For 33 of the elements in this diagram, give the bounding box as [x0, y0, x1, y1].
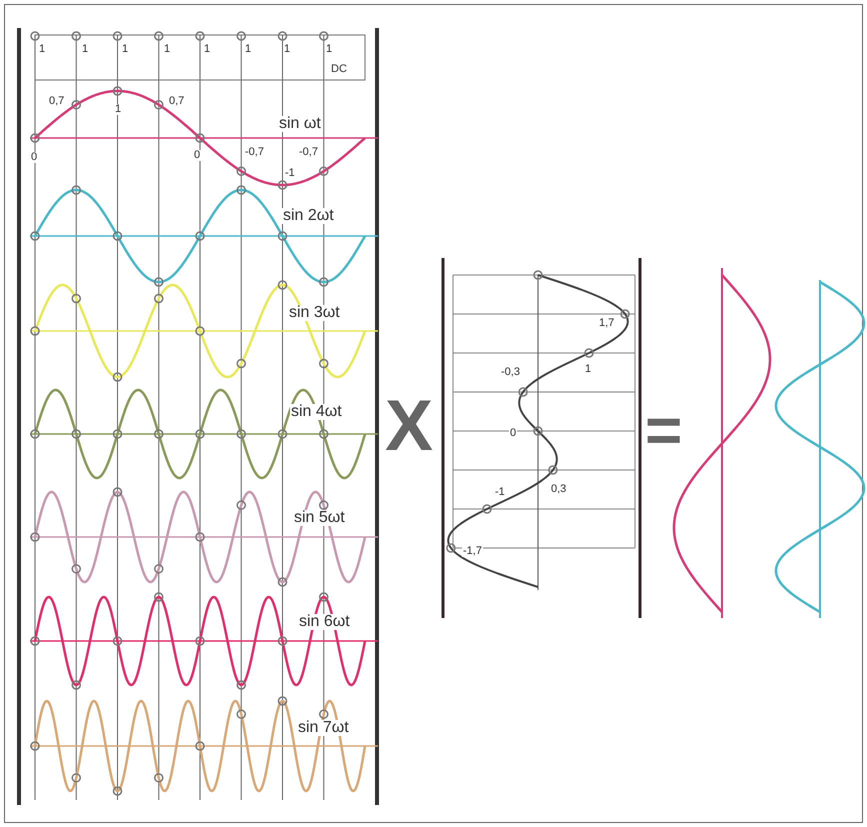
value-label: 0,7: [48, 96, 66, 107]
multiply-sign: X: [384, 390, 434, 462]
row-label: sin 7ωt: [297, 720, 350, 736]
value-label: 1: [584, 364, 592, 375]
value-label: 1: [81, 44, 90, 55]
value-label: -0,3: [500, 367, 521, 378]
equals-sign: =: [644, 398, 684, 462]
row-label: sin 6ωt: [298, 614, 351, 630]
value-label: -0,7: [298, 147, 319, 158]
value-label: 1,7: [598, 318, 616, 329]
value-label: -1: [494, 487, 506, 498]
value-label: 0: [193, 150, 202, 161]
value-label: 1: [114, 104, 122, 115]
row-label: sin 3ωt: [288, 305, 341, 321]
value-label: -1,7: [462, 546, 483, 557]
value-label: 1: [121, 44, 130, 55]
value-label: 0: [30, 152, 38, 163]
value-label: 1: [283, 44, 292, 55]
value-label: -1: [284, 168, 296, 179]
row-label: DC: [330, 64, 348, 75]
value-label: 1: [203, 44, 212, 55]
value-label: 0,3: [550, 484, 568, 495]
value-label: 0,7: [168, 96, 186, 107]
value-label: 1: [38, 44, 46, 55]
value-label: 1: [325, 44, 334, 55]
row-label: sin 5ωt: [293, 510, 346, 526]
value-label: 0: [509, 428, 518, 439]
value-label: -0,7: [244, 147, 265, 158]
row-label: sin 4ωt: [290, 404, 343, 420]
row-label: sin ωt: [278, 116, 322, 132]
value-label: 1: [163, 44, 172, 55]
value-label: 1: [244, 44, 252, 55]
row-label: sin 2ωt: [282, 208, 335, 224]
